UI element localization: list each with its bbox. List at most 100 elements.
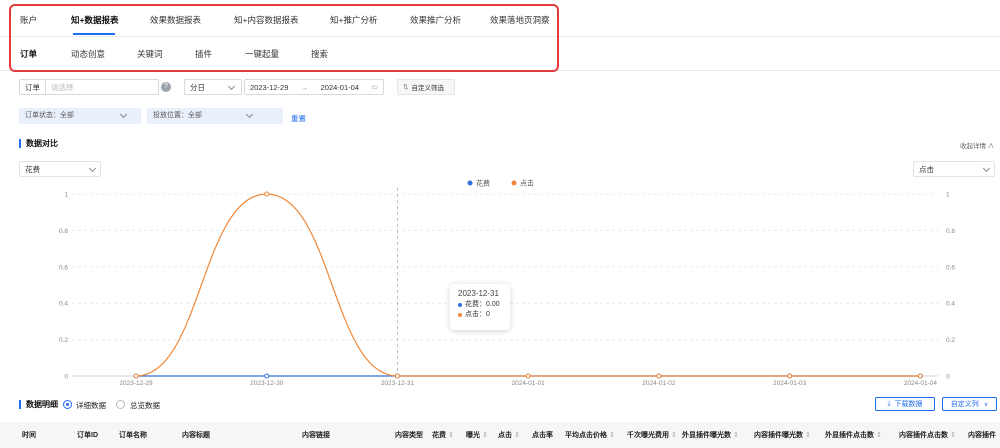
- order-status-filter[interactable]: 订单状态：全部: [19, 108, 141, 124]
- x-tick-label: 2024-01-03: [773, 380, 807, 386]
- column-header[interactable]: 外显插件曝光数 ⇕: [682, 430, 739, 440]
- sort-icon[interactable]: ⇕: [512, 432, 520, 439]
- subtab-order[interactable]: 订单: [20, 49, 38, 59]
- column-header-label: 花费: [432, 432, 446, 439]
- order-selector[interactable]: 订单 请选择: [19, 79, 159, 95]
- chart-tooltip: 2023-12-31 花费：0.00 点击：0: [450, 284, 510, 330]
- column-header-label: 外显插件点击数: [825, 432, 874, 439]
- column-header-label: 点击率: [532, 432, 553, 439]
- table-header: [0, 422, 1000, 448]
- subtab-plugin[interactable]: 插件: [195, 49, 213, 59]
- column-header: 订单名称: [119, 430, 147, 440]
- y-tick-label-right: 0.2: [946, 337, 955, 344]
- column-header: 点击率: [532, 430, 553, 440]
- order-status-label: 订单状态：全部: [25, 112, 74, 119]
- x-tick-label: 2023-12-30: [250, 380, 284, 386]
- date-end: 2024-01-04: [320, 82, 359, 92]
- column-header: 内容链接: [302, 430, 330, 440]
- chevron-down-icon: [227, 82, 236, 91]
- chevron-down-icon: [982, 164, 991, 173]
- legend-marker: [467, 180, 473, 186]
- column-header[interactable]: 平均点击价格 ⇕: [565, 430, 615, 440]
- collapse-toggle[interactable]: 收起详情 ∧: [960, 143, 995, 150]
- tooltip-spend: 花费：0.00: [465, 301, 500, 308]
- y-tick-label-right: 1: [946, 192, 950, 199]
- y-tick-label-left: 0.2: [59, 337, 68, 344]
- data-point: [787, 373, 793, 379]
- y-tick-label-left: 0.8: [59, 228, 68, 235]
- y-tick-label-left: 1: [64, 192, 68, 199]
- compare-title: 数据对比: [19, 139, 58, 148]
- radio-summary-label[interactable]: 总览数据: [130, 401, 160, 410]
- column-header[interactable]: 曝光 ⇕: [466, 430, 488, 440]
- primary-nav: 账户 知+数据报表 效果数据报表 知+内容数据报表 知+推广分析 效果推广分析 …: [20, 14, 560, 28]
- spend-dot-icon: [458, 303, 462, 307]
- click-dot-icon: [458, 313, 462, 317]
- subtab-search[interactable]: 搜索: [311, 49, 329, 59]
- help-icon[interactable]: ?: [161, 82, 171, 92]
- column-header-label: 内容标题: [182, 432, 210, 439]
- reset-link[interactable]: 重置: [291, 114, 306, 123]
- y-tick-label-right: 0: [946, 374, 950, 381]
- sort-icon[interactable]: ⇕: [948, 432, 956, 439]
- column-header[interactable]: 花费 ⇕: [432, 430, 454, 440]
- custom-columns-button[interactable]: 自定义列 ∨: [942, 397, 997, 411]
- tab-zhi-content-report[interactable]: 知+内容数据报表: [234, 15, 299, 25]
- active-tab-underline: [73, 33, 115, 35]
- column-header-label: 点击: [498, 432, 512, 439]
- placement-filter[interactable]: 投放位置：全部: [147, 108, 283, 124]
- sort-icon[interactable]: ⇕: [669, 432, 677, 439]
- data-point: [525, 373, 531, 379]
- sort-icon[interactable]: ⇕: [803, 432, 811, 439]
- chevron-down-icon: ∨: [983, 401, 989, 408]
- x-tick-label: 2023-12-29: [119, 380, 153, 386]
- column-header-label: 内容插件点击数: [899, 432, 948, 439]
- radio-detail-label[interactable]: 详细数据: [76, 401, 106, 410]
- details-title: 数据明细: [19, 400, 58, 409]
- column-header[interactable]: 内容插件曝光数 ⇕: [754, 430, 811, 440]
- right-metric-select[interactable]: 点击: [913, 161, 995, 177]
- column-header-label: 千次曝光费用: [627, 432, 669, 439]
- column-header: 内容类型: [395, 430, 423, 440]
- sort-icon[interactable]: ⇕: [607, 432, 615, 439]
- custom-filter-button[interactable]: ⇅ 自定义筛选: [397, 79, 455, 95]
- sort-icon[interactable]: ⇕: [874, 432, 882, 439]
- radio-summary[interactable]: [116, 400, 125, 409]
- date-range-picker[interactable]: 2023-12-29 → 2024-01-04 ▭: [244, 79, 384, 95]
- tab-account[interactable]: 账户: [20, 15, 38, 25]
- subtab-one-click-boost[interactable]: 一键起量: [245, 49, 280, 59]
- download-button[interactable]: ⤓ 下载数据: [875, 397, 935, 411]
- tab-effect-data-report[interactable]: 效果数据报表: [150, 15, 202, 25]
- data-point: [264, 373, 270, 379]
- column-header-label: 内容插件曝光数: [754, 432, 803, 439]
- tooltip-row: 点击：0: [458, 310, 502, 320]
- column-header-label: 订单名称: [119, 432, 147, 439]
- column-header[interactable]: 千次曝光费用 ⇕: [627, 430, 677, 440]
- tab-zhi-promo-analysis[interactable]: 知+推广分析: [330, 15, 378, 25]
- data-point: [394, 373, 400, 379]
- custom-filter-label: 自定义筛选: [411, 85, 444, 92]
- x-tick-label: 2024-01-02: [642, 380, 676, 386]
- x-tick-label: 2024-01-04: [904, 380, 938, 386]
- subtab-keyword[interactable]: 关键词: [137, 49, 163, 59]
- left-metric-select[interactable]: 花费: [19, 161, 101, 177]
- column-header[interactable]: 外显插件点击数 ⇕: [825, 430, 882, 440]
- column-header-label: 时间: [22, 432, 36, 439]
- column-header[interactable]: 内容插件点击数 ⇕: [899, 430, 956, 440]
- radio-detail[interactable]: [63, 400, 72, 409]
- tab-landing-insight[interactable]: 效果落地页洞察: [490, 15, 550, 25]
- column-header[interactable]: 点击 ⇕: [498, 430, 520, 440]
- granularity-select[interactable]: 分日: [184, 79, 242, 95]
- tab-effect-promo-analysis[interactable]: 效果推广分析: [410, 15, 462, 25]
- sort-icon[interactable]: ⇕: [480, 432, 488, 439]
- date-arrow: →: [300, 82, 309, 92]
- tab-zhi-data-report[interactable]: 知+数据报表: [71, 15, 119, 25]
- y-tick-label-left: 0: [64, 374, 68, 381]
- sort-icon[interactable]: ⇕: [446, 432, 454, 439]
- y-tick-label-right: 0.8: [946, 228, 955, 235]
- chevron-down-icon: [88, 164, 97, 173]
- subtab-dynamic-creative[interactable]: 动态创意: [71, 49, 106, 59]
- sort-icon[interactable]: ⇕: [731, 432, 739, 439]
- download-icon: ⤓: [887, 400, 891, 407]
